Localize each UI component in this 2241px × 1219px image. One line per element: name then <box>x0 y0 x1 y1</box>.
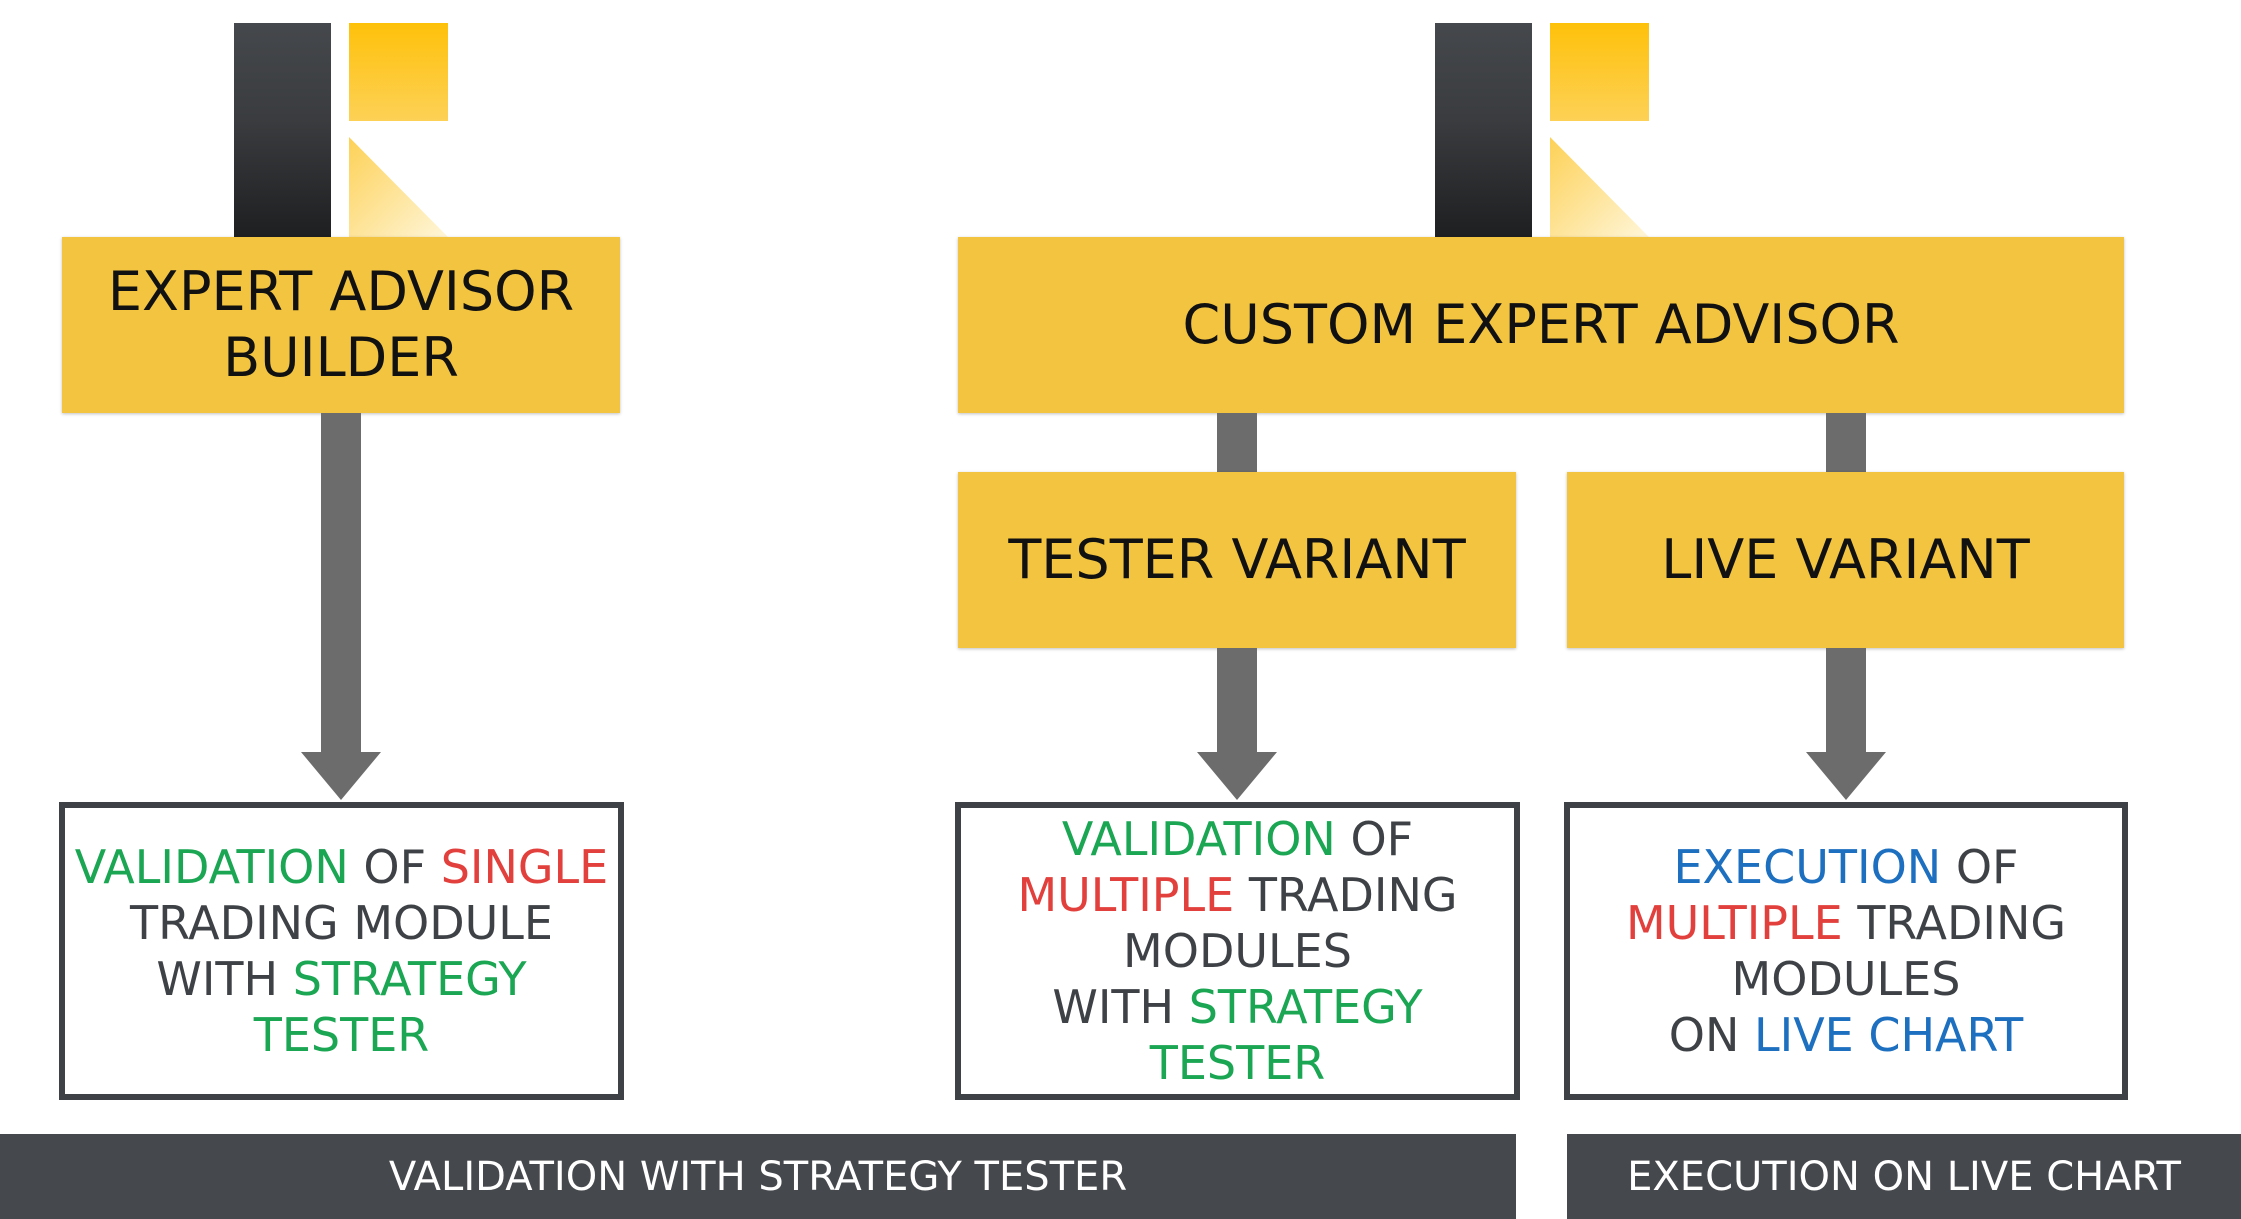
outcome-line: MODULES <box>1123 924 1352 978</box>
box-line: EXPERT ADVISOR <box>107 260 575 323</box>
logo-square <box>1550 23 1649 121</box>
outcome-line: VALIDATION OF SINGLE <box>74 840 609 894</box>
logo-bar <box>1435 23 1532 237</box>
logo-triangle <box>1550 137 1649 237</box>
arrow-live-head <box>1806 752 1886 800</box>
logo-icon-left <box>234 23 448 237</box>
logo-icon-right <box>1435 23 1649 237</box>
box-line: BUILDER <box>223 326 459 389</box>
outcome-line: MULTIPLE TRADING <box>1625 896 2067 950</box>
outcome-line: MULTIPLE TRADING <box>1017 868 1458 922</box>
outcome-line: VALIDATION OF <box>1061 812 1414 866</box>
outcome-line: TRADING MODULE <box>129 896 553 950</box>
arrow-live-shaft <box>1826 648 1866 752</box>
logo-triangle <box>349 137 448 237</box>
connector-live <box>1826 413 1866 472</box>
execution-bar-label: EXECUTION ON LIVE CHART <box>1627 1153 2181 1200</box>
single-module-validation-box: VALIDATION OF SINGLE TRADING MODULE WITH… <box>59 802 624 1100</box>
outcome-line: ON LIVE CHART <box>1668 1008 2024 1062</box>
outcome-line: WITH STRATEGY TESTER <box>1052 980 1423 1090</box>
validation-bar-label: VALIDATION WITH STRATEGY TESTER <box>388 1153 1128 1200</box>
tester-variant-label: TESTER VARIANT <box>1008 528 1466 591</box>
connector-tester <box>1217 413 1257 472</box>
execution-bar: EXECUTION ON LIVE CHART <box>1567 1134 2241 1219</box>
custom-expert-advisor-box: CUSTOM EXPERT ADVISOR <box>958 237 2124 413</box>
live-variant-label: LIVE VARIANT <box>1661 528 2030 591</box>
validation-bar: VALIDATION WITH STRATEGY TESTER <box>0 1134 1516 1219</box>
logo-square <box>349 23 448 121</box>
arrow-left-shaft <box>321 413 361 752</box>
tester-variant-box: TESTER VARIANT <box>958 472 1516 648</box>
expert-advisor-builder-box: EXPERT ADVISOR BUILDER <box>62 237 620 413</box>
multiple-module-validation-box: VALIDATION OF MULTIPLE TRADING MODULES W… <box>955 802 1520 1100</box>
outcome-line: MODULES <box>1731 952 1961 1006</box>
outcome-line: WITH STRATEGY TESTER <box>156 952 527 1062</box>
logo-bar <box>234 23 331 237</box>
arrow-tester-shaft <box>1217 648 1257 752</box>
box-title: CUSTOM EXPERT ADVISOR <box>1182 293 1900 356</box>
multiple-module-execution-box: EXECUTION OF MULTIPLE TRADING MODULES ON… <box>1564 802 2128 1100</box>
arrow-left-head <box>301 752 381 800</box>
arrow-tester-head <box>1197 752 1277 800</box>
live-variant-box: LIVE VARIANT <box>1567 472 2124 648</box>
outcome-line: EXECUTION OF <box>1673 840 2019 894</box>
